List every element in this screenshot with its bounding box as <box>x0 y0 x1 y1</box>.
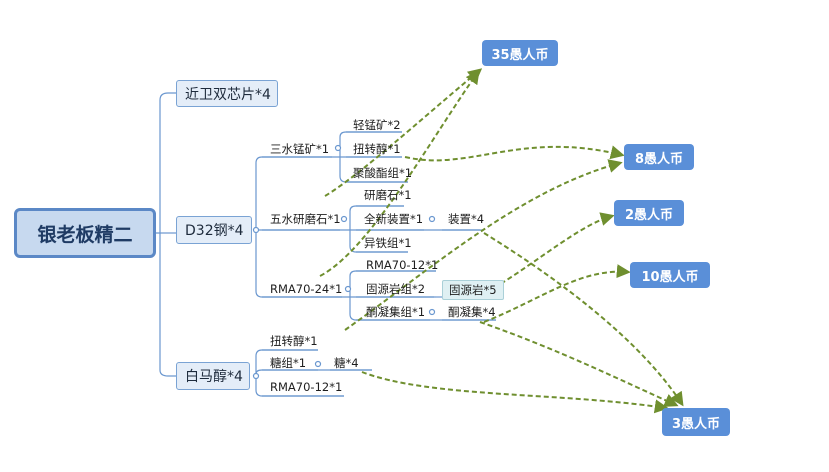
leaf-qing-mengkuang[interactable]: 轻锰矿*2 <box>353 118 401 132</box>
price-35[interactable]: 35愚人币 <box>482 40 558 66</box>
arrow-tongning-to-3 <box>479 321 679 407</box>
branch-guard-dual-chip[interactable]: 近卫双芯片*4 <box>176 80 278 107</box>
tree-connectors <box>156 92 496 397</box>
leaf-quanxin-zhuangzhi[interactable]: 全新装置*1 <box>364 212 424 226</box>
price-10[interactable]: 10愚人币 <box>630 262 710 288</box>
arrow-niuzhuan-to-8 <box>404 145 625 162</box>
branch-white-horse-alcohol[interactable]: 白马醇*4 <box>176 362 250 390</box>
price-2[interactable]: 2愚人币 <box>614 200 684 226</box>
arrow-sanshui-to-35 <box>324 68 483 197</box>
leaf-guyuanyan[interactable]: 固源岩*5 <box>442 280 504 300</box>
leaf-tang[interactable]: 糖*4 <box>334 356 359 370</box>
leaf-rma70-12-a[interactable]: RMA70-12*1 <box>366 258 439 272</box>
leaf-tang-zu[interactable]: 糖组*1 <box>270 356 307 370</box>
arrow-tang-to-3 <box>361 371 669 414</box>
leaf-rma70-24[interactable]: RMA70-24*1 <box>270 282 343 296</box>
leaf-yitie-zu[interactable]: 异铁组*1 <box>364 236 412 250</box>
arrow-rma24-to-35 <box>319 69 480 277</box>
leaf-rma70-12-b[interactable]: RMA70-12*1 <box>270 380 343 394</box>
leaf-niuzhuan-chun-2[interactable]: 扭转醇*1 <box>270 334 318 348</box>
leaf-guyuanyan-zu[interactable]: 固源岩组*2 <box>366 282 426 296</box>
leaf-tongningji-zu[interactable]: 酮凝集组*1 <box>366 305 426 319</box>
price-arrows <box>319 68 684 414</box>
root-node[interactable]: 银老板精二 <box>14 208 156 258</box>
price-3[interactable]: 3愚人币 <box>662 408 730 436</box>
leaf-jusuanzhi-zu[interactable]: 聚酸酯组*1 <box>353 166 413 180</box>
leaf-wushui-yanmoshi[interactable]: 五水研磨石*1 <box>270 212 341 226</box>
branch-d32-steel[interactable]: D32钢*4 <box>176 216 252 244</box>
leaf-sanshui-mengkuang[interactable]: 三水锰矿*1 <box>270 142 330 156</box>
arrow-tongningji-to-10 <box>483 264 631 323</box>
leaf-zhuangzhi[interactable]: 装置*4 <box>448 212 485 226</box>
price-8[interactable]: 8愚人币 <box>624 144 694 170</box>
arrow-zhuangzhi-to-3 <box>483 232 684 407</box>
leaf-niuzhuan-chun-1[interactable]: 扭转醇*1 <box>353 142 401 156</box>
arrow-guyuan-to-2 <box>493 212 615 289</box>
leaf-tongningji[interactable]: 酮凝集*4 <box>448 305 496 319</box>
leaf-yanmoshi[interactable]: 研磨石*1 <box>364 188 412 202</box>
arrow-yanmo-to-8 <box>344 159 623 331</box>
